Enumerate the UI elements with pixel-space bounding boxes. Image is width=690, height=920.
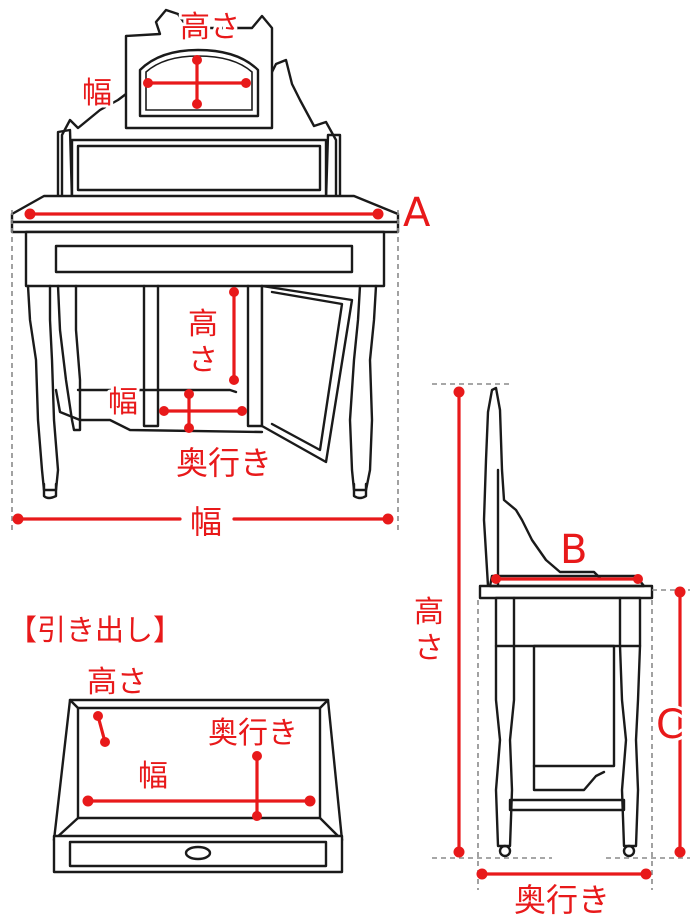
drawer-title: 【引き出し】 bbox=[8, 613, 182, 647]
side-table-top bbox=[478, 584, 654, 600]
drawer-knob bbox=[184, 845, 212, 861]
drawer-drawing bbox=[52, 698, 344, 874]
mirror-glass bbox=[138, 48, 260, 118]
cabinet-post-left bbox=[142, 284, 160, 428]
side-top-depth-label: B bbox=[560, 527, 587, 573]
side-table-height-measure bbox=[674, 586, 686, 858]
drawer-depth-label: 奥行き bbox=[208, 716, 298, 751]
front-view-drawing bbox=[10, 8, 400, 500]
side-overall-depth-label: 奥行き bbox=[514, 881, 610, 919]
apron bbox=[24, 230, 386, 288]
side-top-depth-measure bbox=[491, 574, 643, 584]
side-table-height-label: C bbox=[656, 702, 684, 748]
cabinet-post-right bbox=[246, 284, 264, 428]
front-left-leg bbox=[26, 284, 60, 492]
overall-width-label: 幅 bbox=[190, 503, 222, 541]
cabinet-depth-measure bbox=[184, 389, 194, 433]
side-view-drawing bbox=[478, 386, 654, 858]
top-width-measure bbox=[24, 208, 384, 220]
cabinet-height-label-1: 高 bbox=[188, 307, 218, 342]
side-overall-depth-measure bbox=[476, 868, 652, 880]
side-overall-height-label-2: さ bbox=[414, 631, 444, 666]
cabinet-width-label: 幅 bbox=[108, 385, 138, 420]
drawer-height-measure bbox=[93, 711, 110, 747]
mirror-frame bbox=[124, 8, 274, 130]
cabinet-depth-label: 奥行き bbox=[176, 444, 272, 482]
cabinet-door bbox=[260, 284, 354, 464]
mirror-height-measure bbox=[192, 55, 202, 109]
overall-width-measure bbox=[12, 513, 394, 525]
drawer-width-label: 幅 bbox=[138, 759, 168, 794]
drawer-height-label: 高さ bbox=[87, 665, 147, 700]
side-overall-height-measure bbox=[453, 386, 465, 858]
cabinet-height-measure bbox=[229, 287, 239, 385]
front-right-leg bbox=[348, 284, 378, 492]
cabinet-height-label-2: さ bbox=[188, 343, 218, 378]
front-drawer bbox=[54, 244, 354, 274]
drawer-depth-measure bbox=[252, 751, 262, 821]
drawer-width-measure bbox=[82, 795, 316, 807]
mirror-height-label: 高さ bbox=[180, 10, 240, 45]
cabinet-width-measure bbox=[159, 406, 247, 416]
mirror-width-label: 幅 bbox=[82, 76, 112, 111]
top-width-label: A bbox=[403, 190, 431, 236]
side-overall-height-label-1: 高 bbox=[414, 595, 444, 630]
